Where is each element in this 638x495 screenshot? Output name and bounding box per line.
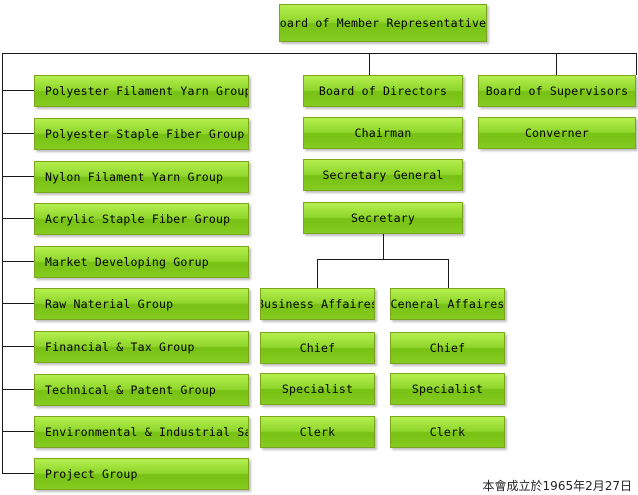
board-of-supervisors-box: Board of Supervisors xyxy=(478,75,636,107)
connector-group-branch xyxy=(2,218,34,219)
general-specialist-box: Specialist xyxy=(390,373,505,405)
connector-directors-drop xyxy=(369,53,370,75)
connector-left-spine xyxy=(2,53,3,474)
chairman-box: Chairman xyxy=(303,117,463,149)
business-clerk-box: Clerk xyxy=(260,416,375,448)
connector-supervisors-drop xyxy=(556,53,557,75)
connector-right-drop xyxy=(636,53,637,75)
connector-affairs-horizontal xyxy=(317,259,449,260)
group-box: Market Developing Gorup xyxy=(34,246,249,278)
general-clerk-box: Clerk xyxy=(390,416,505,448)
connector-group-branch xyxy=(2,431,34,432)
business-specialist-box: Specialist xyxy=(260,373,375,405)
group-box: Environmental & Industrial Safety xyxy=(34,416,249,448)
connector-general-drop xyxy=(448,259,449,288)
connector-group-branch xyxy=(2,176,34,177)
connector-group-branch xyxy=(2,389,34,390)
group-box: Technical & Patent Group xyxy=(34,374,249,406)
secretary-general-box: Secretary General xyxy=(303,159,463,191)
board-of-member-representatives-box: Board of Member Representatives xyxy=(279,4,487,42)
connector-group-branch xyxy=(2,90,34,91)
connector-group-branch xyxy=(2,346,34,347)
group-box: Financial & Tax Group xyxy=(34,331,249,363)
connector-group-branch xyxy=(2,261,34,262)
founding-date-note: 本會成立於1965年2月27日 xyxy=(482,479,632,493)
board-of-directors-box: Board of Directors xyxy=(303,75,463,107)
connector-group-branch xyxy=(2,473,34,474)
secretary-box: Secretary xyxy=(303,202,463,234)
group-box: Nylon Filament Yarn Group xyxy=(34,161,249,193)
converner-box: Converner xyxy=(478,117,636,149)
group-box: Project Group xyxy=(34,458,249,490)
connector-secretary-drop xyxy=(383,233,384,259)
group-box: Polyester Filament Yarn Group xyxy=(34,75,249,107)
connector-top-horizontal xyxy=(2,53,637,54)
general-chief-box: Chief xyxy=(390,332,505,364)
connector-business-drop xyxy=(317,259,318,288)
business-affaires-box: Business Affaires xyxy=(260,288,375,320)
business-chief-box: Chief xyxy=(260,332,375,364)
general-affaires-box: Ceneral Affaires xyxy=(390,288,505,320)
group-box: Raw Naterial Group xyxy=(34,288,249,320)
connector-group-branch xyxy=(2,133,34,134)
group-box: Acrylic Staple Fiber Group xyxy=(34,203,249,235)
group-box: Polyester Staple Fiber Group xyxy=(34,118,249,150)
connector-group-branch xyxy=(2,303,34,304)
